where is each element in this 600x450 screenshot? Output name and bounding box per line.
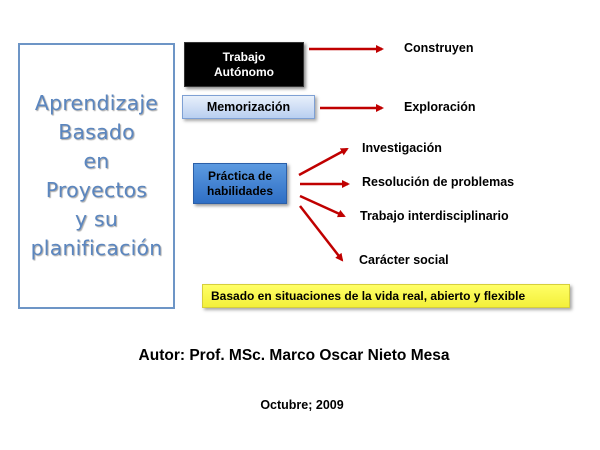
label-construyen: Construyen: [404, 41, 474, 55]
label-investigacion: Investigación: [362, 141, 442, 155]
trabajo-autonomo-box: Trabajo Autónomo: [184, 42, 304, 87]
trabajo-autonomo-label: Trabajo Autónomo: [214, 49, 274, 79]
memorizacion-box: Memorización: [182, 95, 315, 119]
note-box: Basado en situaciones de la vida real, a…: [202, 284, 570, 308]
note-text: Basado en situaciones de la vida real, a…: [211, 288, 526, 303]
title-frame: Aprendizaje Basado en Proyectos y su pla…: [18, 43, 175, 309]
memorizacion-label: Memorización: [206, 99, 291, 114]
arrow-investigacion: [298, 147, 349, 177]
arrow-caracter: [299, 205, 344, 262]
author-line: Autor: Prof. MSc. Marco Oscar Nieto Mesa: [138, 347, 450, 364]
label-caracter: Carácter social: [359, 253, 449, 267]
label-resolucion: Resolución de problemas: [362, 175, 515, 189]
label-interdisciplinario: Trabajo interdisciplinario: [360, 209, 509, 223]
arrow-interdisciplinario: [299, 194, 346, 218]
date-line: Octubre; 2009: [260, 398, 344, 412]
practica-habilidades-box: Práctica de habilidades: [193, 163, 287, 204]
label-exploracion: Exploración: [404, 100, 476, 114]
main-title: Aprendizaje Basado en Proyectos y su pla…: [30, 91, 163, 260]
practica-habilidades-label: Práctica de habilidades: [206, 168, 274, 198]
